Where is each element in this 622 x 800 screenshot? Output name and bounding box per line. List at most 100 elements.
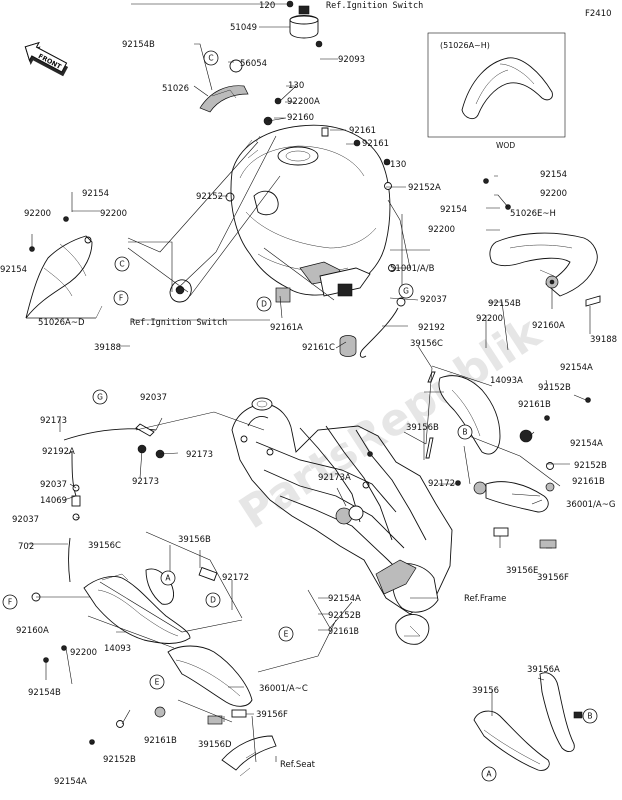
part-label-16: 92200 [100,209,127,219]
callout-b-6: B [457,424,473,440]
part-label-43: 92192A [42,447,75,457]
part-label-34: 92192 [418,323,445,333]
inset-panel: (51026A~H) WOD [427,32,566,150]
part-label-6: 51026 [162,84,189,94]
callout-circle [149,674,165,690]
part-label-15: 92154 [82,189,109,199]
part-label-1: Ref.Ignition Switch [326,1,423,11]
callout-circle [92,389,108,405]
callout-letter: C [119,260,124,269]
part-label-53: 92161B [572,477,605,487]
callout-letter: B [587,712,592,721]
part-label-47: 92154A [570,439,603,449]
part-label-67: 14093 [104,644,131,654]
part-label-23: 51026E~H [510,209,556,219]
callout-letter: A [165,574,171,583]
part-label-42: 92037 [140,393,167,403]
front-direction-arrow: FRONT [24,41,69,77]
seat-trim-pieces [473,672,583,771]
part-label-59: 39156E [506,566,538,576]
callout-g-4: G [398,283,414,299]
watermark: PartsRepublik [231,306,551,539]
part-label-8: 92200A [287,97,320,107]
part-label-22: 92154 [540,170,567,180]
fuel-tank-assembly [169,0,406,358]
part-label-56: 702 [18,542,34,552]
callout-circle [481,766,497,782]
part-label-62: 92154A [328,594,361,604]
part-label-24: 51001/A/B [390,264,435,274]
left-side-cover [25,216,103,319]
callout-circle [398,283,414,299]
part-label-37: 14093A [490,376,523,386]
callout-e-11: E [149,674,165,690]
diagram-code: F2410 [585,9,612,19]
callout-circle [160,570,176,586]
part-label-54: 92037 [12,515,39,525]
callout-letter: D [210,596,216,605]
part-label-69: 92154B [28,688,61,698]
callout-letter: G [97,393,103,402]
part-label-31: 92200 [476,314,503,324]
callout-letter: D [261,300,267,309]
part-label-63: 92152B [328,611,361,621]
part-label-26: 92161A [270,323,303,333]
part-label-29: 39188 [94,343,121,353]
part-label-35: 92161C [302,343,335,353]
part-label-73: 92152B [103,755,136,765]
part-label-3: 92154B [122,40,155,50]
part-label-13: 92152 [196,192,223,202]
part-label-44: 92173 [132,477,159,487]
callout-d-8: D [205,592,221,608]
callout-g-5: G [92,389,108,405]
part-label-30: 92154B [488,299,521,309]
leader-lines [26,3,591,763]
part-label-17: 92200 [24,209,51,219]
callout-circle [113,290,129,306]
part-label-74: 92161B [144,736,177,746]
part-label-51: 14069 [40,496,67,506]
part-label-4: 56054 [240,59,267,69]
part-label-64: Ref.Frame [464,594,506,604]
callout-circle [582,708,598,724]
callout-letter: E [284,630,289,639]
part-label-18: 92200 [540,189,567,199]
part-label-46: 39156B [406,423,439,433]
part-label-66: 92160A [16,626,49,636]
callout-a-12: A [481,766,497,782]
watermark-text: PartsRepublik [231,306,551,539]
rear-cowl-right [425,371,591,549]
part-label-33: 39188 [590,335,617,345]
part-label-52: 92173A [318,473,351,483]
main-frame [231,397,453,645]
part-label-20: 92154 [0,265,27,275]
part-label-14: 92152A [408,183,441,193]
part-label-76: 39156 [472,686,499,696]
callout-circle [205,592,221,608]
callout-letter: A [486,770,492,779]
part-label-5: 92093 [338,55,365,65]
callout-letter: G [403,287,409,296]
part-label-28: 51026A~D [38,318,85,328]
part-label-9: 92160 [287,113,314,123]
part-label-32: 92160A [532,321,565,331]
lower-side-cover [89,645,277,777]
callout-f-9: F [2,594,18,610]
part-label-71: 39156F [256,710,288,720]
part-label-40: 92161B [518,400,551,410]
callout-letter: E [155,678,160,687]
part-label-45: 92173 [186,450,213,460]
part-label-75: 39156D [198,740,232,750]
part-label-48: 92037 [40,480,67,490]
callout-circle [256,296,272,312]
part-label-36: 39156C [410,339,443,349]
part-label-77: Ref.Seat [280,760,316,770]
part-label-12: 130 [390,160,406,170]
part-label-25: 92037 [420,295,447,305]
right-side-cover [483,178,601,307]
callout-e-10: E [278,626,294,642]
callout-circle [457,424,473,440]
